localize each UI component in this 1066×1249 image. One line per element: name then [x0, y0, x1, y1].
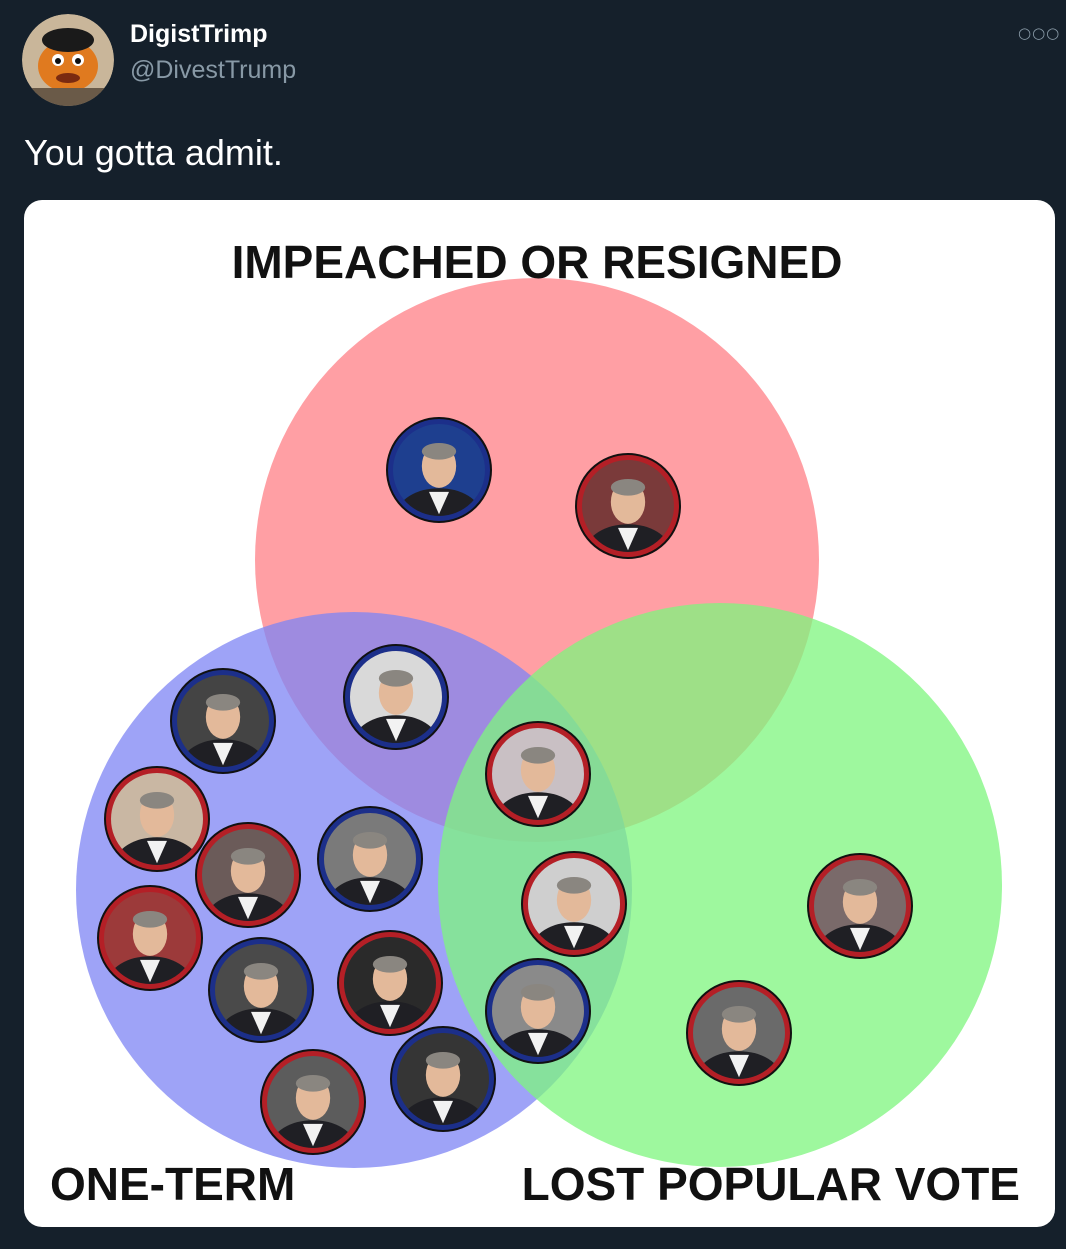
tweet-text: You gotta admit. [24, 132, 283, 173]
portrait-william-taft [260, 1049, 366, 1155]
more-options-icon[interactable]: ○○○ [1018, 24, 1061, 42]
portrait-john-quincy-adams [485, 958, 591, 1064]
portrait-gerald-ford [97, 885, 203, 991]
venn-label-one-term: ONE-TERM [50, 1158, 295, 1210]
venn-diagram: IMPEACHED OR RESIGNED ONE-TERM LOST POPU… [50, 236, 1020, 1210]
portrait-rutherford-hayes [686, 980, 792, 1086]
portrait-john-adams [208, 937, 314, 1043]
portrait-benjamin-harrison [521, 851, 627, 957]
portrait-grover-cleveland [390, 1026, 496, 1132]
portrait-donald-trump [485, 721, 591, 827]
portrait-george-hw-bush [195, 822, 301, 928]
display-name[interactable]: DigistTrimp [130, 20, 268, 48]
portrait-bill-clinton [386, 417, 492, 523]
portrait-andrew-johnson [343, 644, 449, 750]
portrait-richard-nixon [575, 453, 681, 559]
avatar[interactable] [22, 14, 114, 106]
portrait-herbert-hoover [337, 930, 443, 1036]
portrait-martin-van-buren [170, 668, 276, 774]
tweet-media-image[interactable]: IMPEACHED OR RESIGNED ONE-TERM LOST POPU… [24, 200, 1055, 1227]
venn-label-lost-popular-vote: LOST POPULAR VOTE [522, 1158, 1020, 1210]
portrait-franklin-pierce [317, 806, 423, 912]
user-handle[interactable]: @DivestTrump [130, 56, 297, 84]
venn-label-impeached: IMPEACHED OR RESIGNED [232, 236, 843, 288]
portrait-jimmy-carter [104, 766, 210, 872]
portrait-george-w-bush [807, 853, 913, 959]
